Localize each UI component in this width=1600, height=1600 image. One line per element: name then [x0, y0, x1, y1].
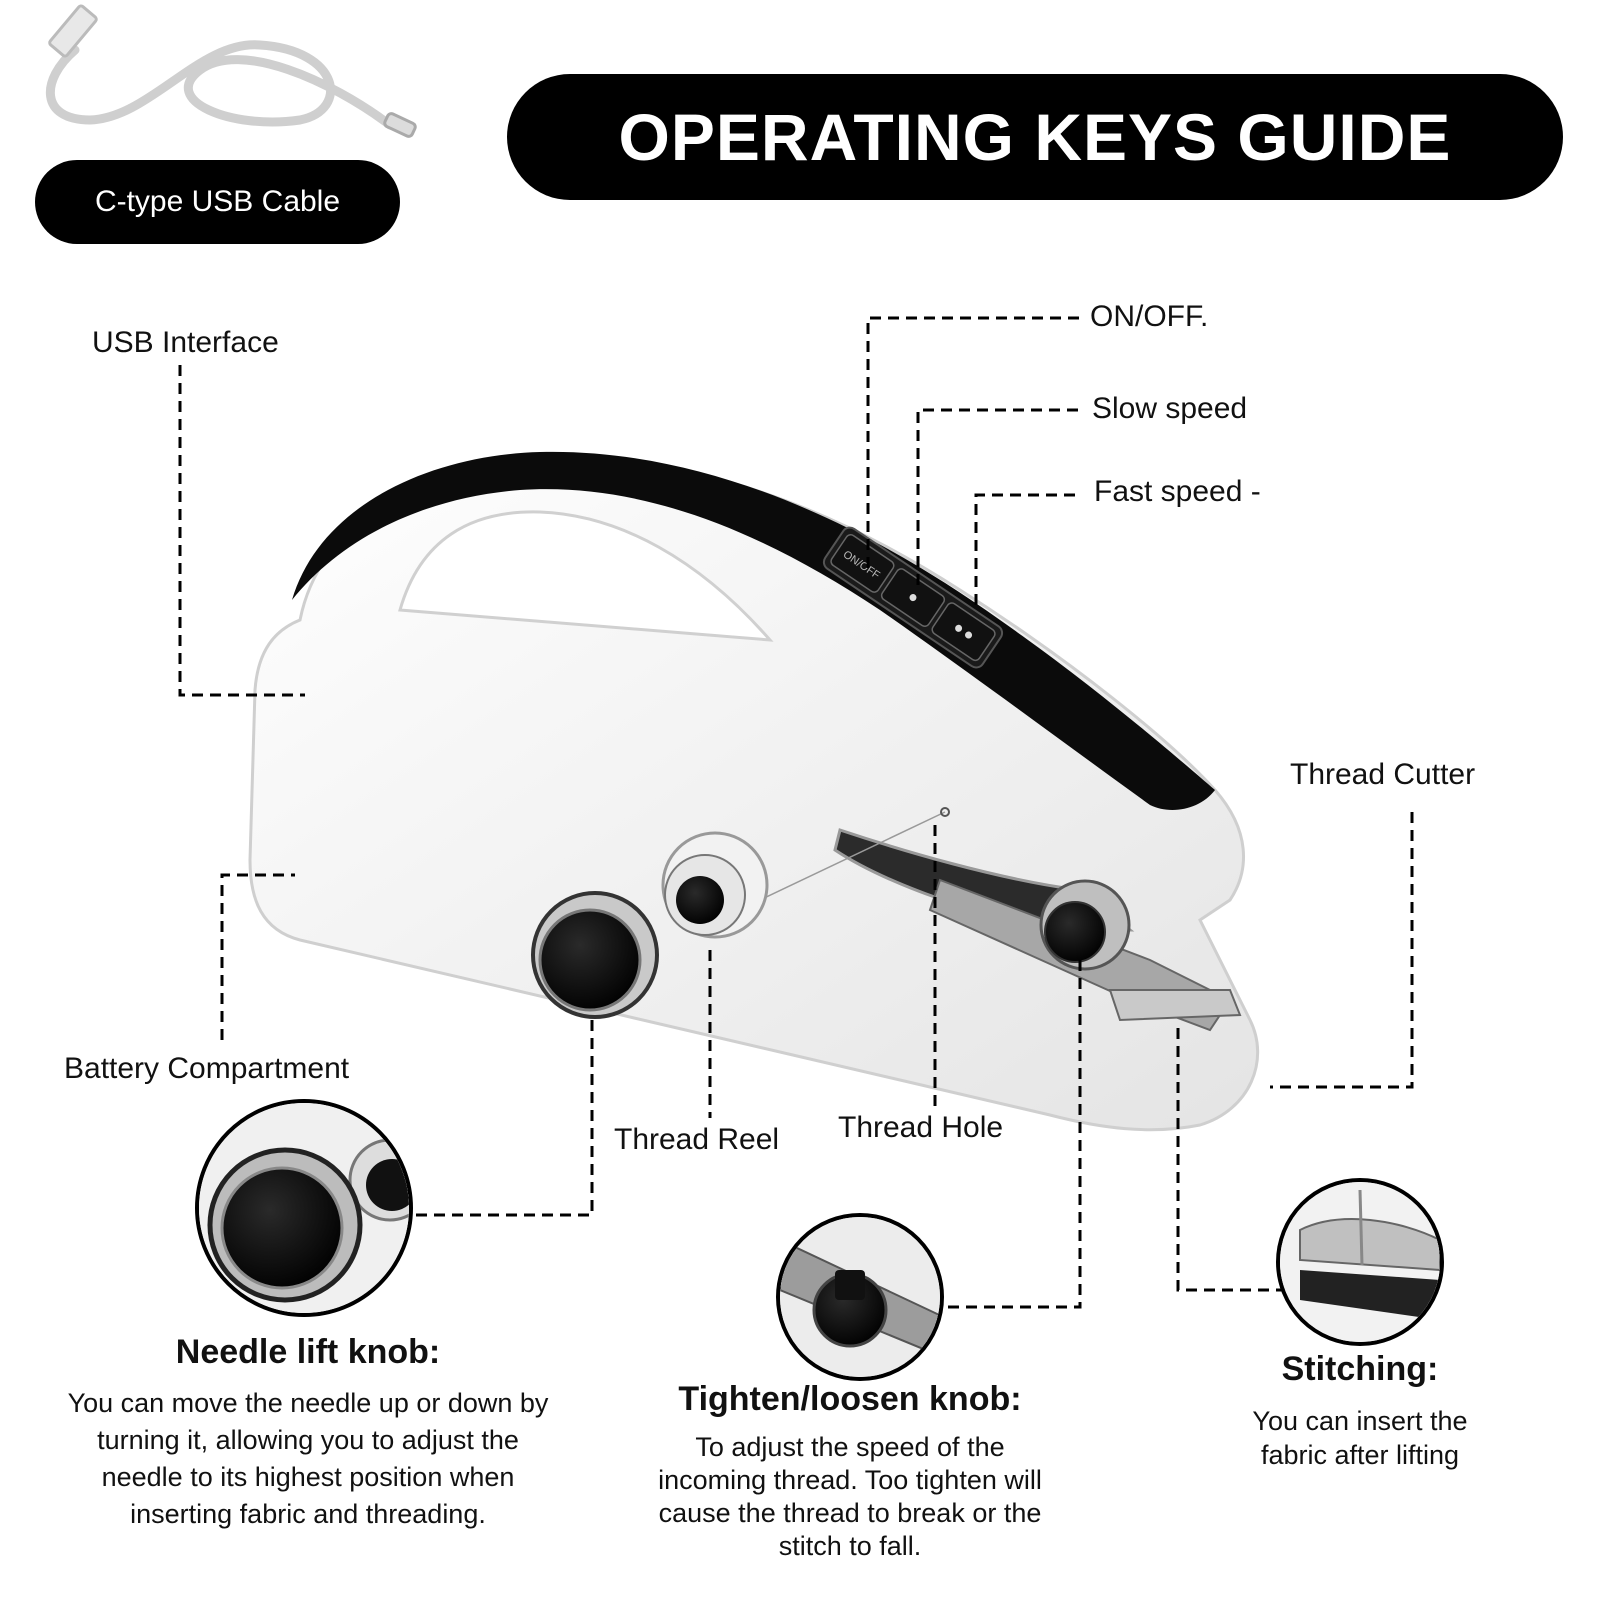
usb-cable-image: [46, 4, 417, 138]
fast-speed-label: Fast speed -: [1094, 475, 1261, 508]
stitching-description: You can insert the fabric after lifting: [1252, 1406, 1468, 1470]
leader-lines: [178, 316, 1414, 1309]
cable-label-badge: C-type USB Cable: [35, 160, 400, 244]
slow-speed-label: Slow speed: [1092, 392, 1248, 425]
stitching-title: Stitching:: [1281, 1350, 1439, 1388]
tighten-loosen-title: Tighten/loosen knob:: [678, 1380, 1022, 1418]
stitching-detail-image: [1276, 1178, 1444, 1346]
tension-knob-detail-image: [776, 1213, 944, 1381]
battery-compartment-label: Battery Compartment: [64, 1052, 350, 1085]
thread-hole-label: Thread Hole: [838, 1111, 1004, 1144]
needle-lift-description: You can move the needle up or down by tu…: [67, 1388, 549, 1529]
thread-reel-label: Thread Reel: [614, 1123, 780, 1156]
tighten-loosen-description: To adjust the speed of the incoming thre…: [658, 1432, 1042, 1561]
on-off-label: ON/OFF.: [1090, 300, 1209, 333]
needle-lift-title: Needle lift knob:: [175, 1333, 441, 1371]
sewing-machine: ON/OFF: [248, 451, 1260, 1132]
usb-interface-label: USB Interface: [92, 326, 279, 359]
cable-label: C-type USB Cable: [94, 185, 341, 218]
page-title: OPERATING KEYS GUIDE: [618, 100, 1452, 174]
needle-lift-detail-image: [195, 1099, 413, 1317]
thread-cutter-label: Thread Cutter: [1290, 758, 1476, 791]
title-banner: OPERATING KEYS GUIDE: [507, 74, 1563, 200]
